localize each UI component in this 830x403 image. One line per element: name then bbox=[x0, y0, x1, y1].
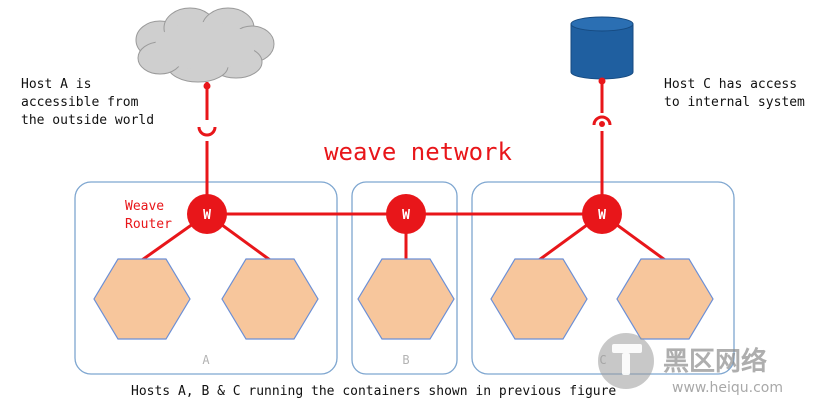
host-c-note-line1: Host C has access bbox=[664, 77, 797, 92]
router-label-line2: Router bbox=[125, 217, 172, 232]
inbound-connector-dot bbox=[203, 82, 211, 90]
router-glyph-c: W bbox=[598, 208, 606, 223]
database-icon bbox=[570, 16, 634, 80]
host-a-note-line3: the outside world bbox=[21, 113, 154, 128]
weave-links bbox=[141, 82, 666, 262]
watermark-site-url: www.heiqu.com bbox=[672, 380, 783, 396]
router-label-line1: Weave bbox=[125, 199, 164, 214]
host-a-note-line2: accessible from bbox=[21, 95, 139, 110]
host-c-note-line2: to internal system bbox=[664, 95, 805, 110]
router-glyph-b: W bbox=[402, 208, 410, 223]
diagram-caption: Hosts A, B & C running the containers sh… bbox=[131, 384, 616, 399]
router-icon: W bbox=[582, 194, 622, 234]
container-hexagon-icon bbox=[357, 258, 455, 340]
cloud-icon bbox=[135, 7, 275, 83]
watermark-site-cn: 黑区网络 bbox=[663, 346, 767, 377]
outbound-socket-dot bbox=[599, 121, 605, 127]
host-a-note-line1: Host A is bbox=[21, 77, 91, 92]
container-hexagon-icon bbox=[490, 258, 588, 340]
outbound-connector-dot bbox=[598, 77, 606, 85]
container-hexagon-icon bbox=[221, 258, 319, 340]
router-icon: W bbox=[187, 194, 227, 234]
watermark-logo bbox=[598, 333, 654, 389]
network-title: weave network bbox=[324, 138, 512, 166]
router-icon: W bbox=[386, 194, 426, 234]
router-glyph-a: W bbox=[203, 208, 211, 223]
container-hexagon-icon bbox=[93, 258, 191, 340]
host-label-a: A bbox=[202, 353, 210, 367]
host-b-box bbox=[351, 181, 458, 375]
container-hexagon-icon bbox=[616, 258, 714, 340]
host-label-b: B bbox=[402, 353, 409, 367]
